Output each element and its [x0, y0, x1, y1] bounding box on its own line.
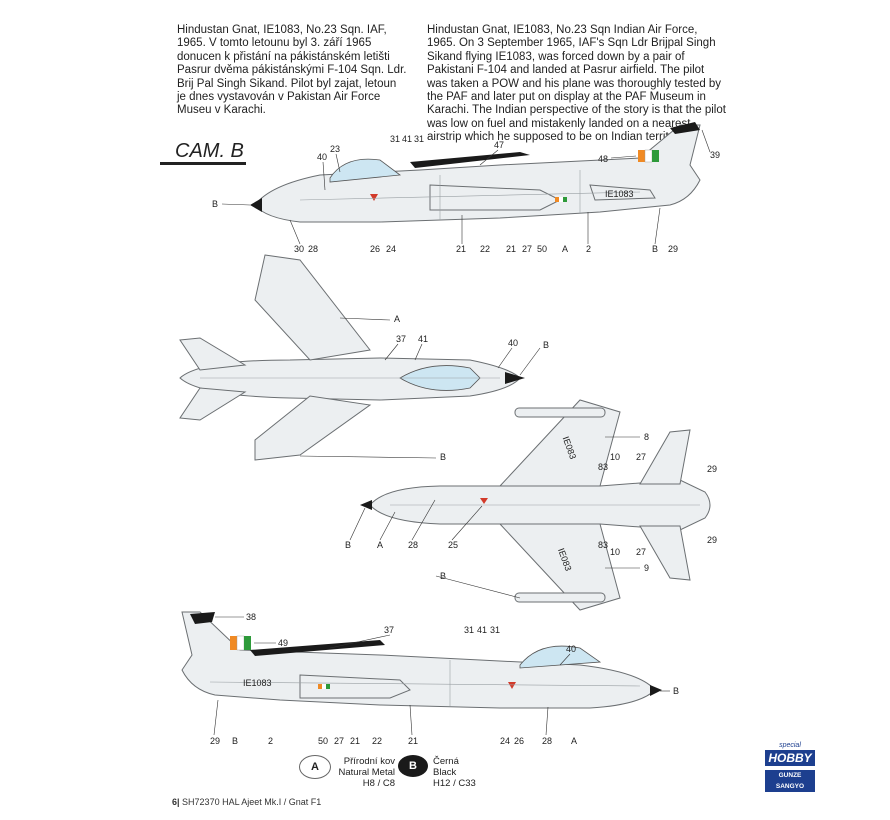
- svg-text:37: 37: [396, 334, 406, 344]
- plan-view-upper: [179, 254, 525, 461]
- svg-text:40: 40: [317, 152, 327, 162]
- svg-text:21: 21: [506, 244, 516, 254]
- wing-serial-small-2: 83: [598, 540, 608, 550]
- svg-text:B: B: [673, 686, 679, 696]
- svg-text:A: A: [377, 540, 383, 550]
- svg-text:50: 50: [318, 736, 328, 746]
- svg-text:27: 27: [334, 736, 344, 746]
- svg-text:21: 21: [350, 736, 360, 746]
- svg-text:28: 28: [542, 736, 552, 746]
- svg-text:41: 41: [418, 334, 428, 344]
- svg-text:2: 2: [268, 736, 273, 746]
- svg-text:8: 8: [644, 432, 649, 442]
- svg-text:B: B: [440, 571, 446, 581]
- svg-text:25: 25: [448, 540, 458, 550]
- svg-text:37: 37: [384, 625, 394, 635]
- svg-text:29: 29: [707, 535, 717, 545]
- legend-a: Přírodní kov Natural Metal H8 / C8: [335, 756, 396, 789]
- svg-text:27: 27: [636, 452, 646, 462]
- special-logo: special: [779, 742, 801, 749]
- plan-upper-callouts: A 37 41 40 B B: [299, 314, 549, 462]
- svg-text:2: 2: [586, 244, 591, 254]
- page-number: 6|: [172, 797, 180, 807]
- hobby-logo: HOBBY: [765, 750, 815, 766]
- svg-text:28: 28: [408, 540, 418, 550]
- svg-text:26: 26: [514, 736, 524, 746]
- side-profile-left: [250, 122, 701, 223]
- gunze-logo: GUNZE SANGYO: [765, 770, 815, 792]
- svg-text:30: 30: [294, 244, 304, 254]
- legend-b-czech: Černá: [433, 756, 459, 767]
- svg-text:24: 24: [500, 736, 510, 746]
- caption-czech: Hindustan Gnat, IE1083, No.23 Sqn. IAF, …: [177, 24, 407, 117]
- svg-text:27: 27: [522, 244, 532, 254]
- legend-b-swatch: B: [398, 755, 428, 777]
- svg-text:39: 39: [710, 150, 720, 160]
- roundel-fin-flash: [555, 197, 567, 202]
- legend-a-codes: H8 / C8: [362, 778, 395, 789]
- svg-text:50: 50: [537, 244, 547, 254]
- svg-text:23: 23: [330, 144, 340, 154]
- svg-text:40: 40: [566, 644, 576, 654]
- svg-text:26: 26: [370, 244, 380, 254]
- svg-text:41: 41: [477, 625, 487, 635]
- roundel-fin-flash-lower: [318, 684, 330, 689]
- svg-text:38: 38: [246, 612, 256, 622]
- svg-text:27: 27: [636, 547, 646, 557]
- svg-text:22: 22: [480, 244, 490, 254]
- legend-b: Černá Black H12 / C33: [433, 756, 476, 789]
- svg-text:21: 21: [456, 244, 466, 254]
- svg-text:B: B: [345, 540, 351, 550]
- fuselage-serial-top: IE1083: [605, 189, 634, 199]
- gunze-line1: GUNZE: [778, 772, 802, 779]
- legend-a-english: Natural Metal: [338, 767, 396, 778]
- svg-text:21: 21: [408, 736, 418, 746]
- svg-text:B: B: [652, 244, 658, 254]
- svg-text:31: 31: [414, 134, 424, 144]
- gunze-line2: SANGYO: [775, 783, 805, 790]
- svg-text:10: 10: [610, 452, 620, 462]
- wing-serial-small-1: 83: [598, 462, 608, 472]
- svg-text:29: 29: [707, 464, 717, 474]
- plan-lower-callouts: 8 10 27 29 29 10 27 9 B A 28 25 B: [345, 432, 717, 599]
- svg-text:B: B: [543, 340, 549, 350]
- kit-code: SH72370: [182, 797, 220, 807]
- svg-text:A: A: [571, 736, 577, 746]
- fuselage-serial-bottom: IE1083: [243, 678, 272, 688]
- svg-text:41: 41: [402, 134, 412, 144]
- camo-underline: [160, 162, 246, 165]
- side-profile-right: [181, 611, 662, 709]
- svg-text:29: 29: [210, 736, 220, 746]
- legend-b-codes: H12 / C33: [433, 778, 476, 789]
- svg-text:31: 31: [464, 625, 474, 635]
- svg-text:A: A: [562, 244, 568, 254]
- page-footer: 6| SH72370 HAL Ajeet Mk.I / Gnat F1: [172, 797, 321, 807]
- svg-text:48: 48: [598, 154, 608, 164]
- svg-text:47: 47: [494, 140, 504, 150]
- svg-text:40: 40: [508, 338, 518, 348]
- svg-text:9: 9: [644, 563, 649, 573]
- legend-b-english: Black: [433, 767, 457, 778]
- svg-text:31: 31: [390, 134, 400, 144]
- legend-a-swatch: A: [299, 755, 331, 779]
- svg-text:A: A: [394, 314, 400, 324]
- kit-title: HAL Ajeet Mk.I / Gnat F1: [222, 797, 322, 807]
- svg-text:31: 31: [490, 625, 500, 635]
- svg-text:B: B: [212, 199, 218, 209]
- svg-text:49: 49: [278, 638, 288, 648]
- svg-text:10: 10: [610, 547, 620, 557]
- svg-text:28: 28: [308, 244, 318, 254]
- svg-text:B: B: [232, 736, 238, 746]
- svg-text:24: 24: [386, 244, 396, 254]
- legend-a-czech: Přírodní kov: [343, 756, 395, 767]
- svg-text:29: 29: [668, 244, 678, 254]
- plan-view-lower: [360, 399, 711, 611]
- caption-english: Hindustan Gnat, IE1083, No.23 Sqn Indian…: [427, 24, 726, 144]
- camo-label: CAM. B: [175, 140, 244, 162]
- svg-text:22: 22: [372, 736, 382, 746]
- svg-text:B: B: [440, 452, 446, 462]
